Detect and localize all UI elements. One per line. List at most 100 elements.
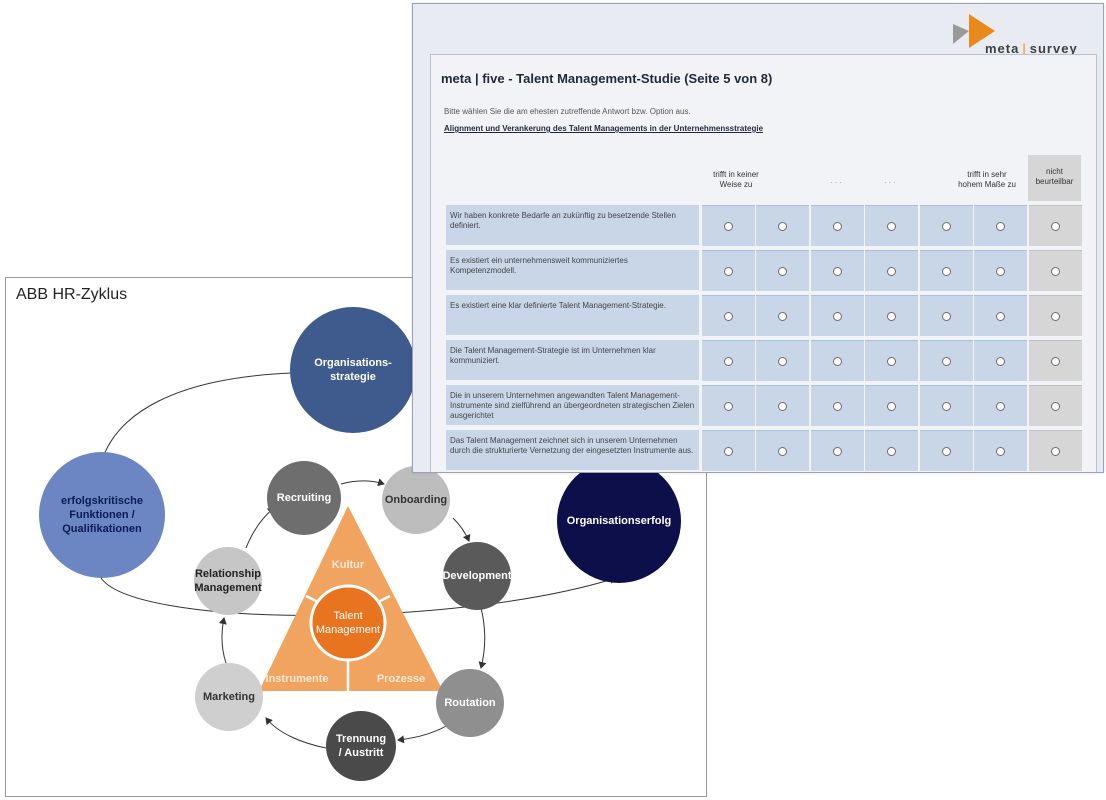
rating-radio-3[interactable] (833, 446, 842, 456)
survey-instruction: Bitte wählen Sie die am ehesten zutreffe… (444, 107, 691, 116)
rating-radio-6[interactable] (996, 266, 1005, 276)
not-applicable-radio[interactable] (1051, 221, 1060, 231)
rating-radio-2[interactable] (778, 446, 787, 456)
node-relationship (194, 547, 262, 615)
rating-radio-3[interactable] (833, 221, 842, 231)
rating-cell (756, 205, 809, 246)
rating-cell (865, 430, 918, 471)
rating-cell (920, 430, 973, 471)
rating-cell (702, 250, 755, 291)
rating-radio-4[interactable] (887, 401, 896, 411)
rating-cell (702, 340, 755, 381)
question-text: Das Talent Management zeichnet sich in u… (446, 430, 699, 470)
arrow-trennung-marketing (265, 717, 327, 749)
not-applicable-cell (1029, 250, 1082, 291)
rating-radio-6[interactable] (996, 401, 1005, 411)
question-row: Es existiert eine klar definierte Talent… (446, 295, 1083, 336)
rating-radio-3[interactable] (833, 356, 842, 366)
not-applicable-radio[interactable] (1051, 401, 1060, 411)
rating-cell (920, 340, 973, 381)
rating-radio-1[interactable] (724, 221, 733, 231)
rating-cell (974, 250, 1027, 291)
rating-radio-5[interactable] (942, 266, 951, 276)
arrow-onboarding-development (452, 517, 471, 542)
node-erfolgskritische-funktionen (39, 452, 165, 578)
rating-radio-5[interactable] (942, 446, 951, 456)
rating-radio-1[interactable] (724, 356, 733, 366)
question-text: Die Talent Management-Strategie ist im U… (446, 340, 699, 380)
rating-cell (756, 250, 809, 291)
survey-content: meta | five - Talent Management-Studie (… (430, 54, 1097, 472)
rating-cell (811, 295, 864, 336)
rating-radio-6[interactable] (996, 311, 1005, 321)
rating-radio-6[interactable] (996, 221, 1005, 231)
rating-cell (865, 340, 918, 381)
label-onboarding: Onboarding (384, 494, 448, 506)
label-organisationsstrategie: Organisations- strategie (314, 357, 392, 383)
rating-cell (702, 385, 755, 426)
rating-cell (865, 205, 918, 246)
not-applicable-cell (1029, 205, 1082, 246)
rating-cell (756, 340, 809, 381)
rating-radio-4[interactable] (887, 266, 896, 276)
rating-cell (865, 250, 918, 291)
label-recruiting: Recruiting (276, 492, 332, 504)
not-applicable-cell (1029, 295, 1082, 336)
rating-cell (811, 205, 864, 246)
not-applicable-header: nicht beurteilbar (1028, 155, 1081, 201)
rating-cell (974, 385, 1027, 426)
not-applicable-radio[interactable] (1051, 266, 1060, 276)
arrow-routation-trennung (397, 722, 452, 744)
question-row: Wir haben konkrete Bedarfe an zukünftig … (446, 205, 1083, 246)
label-trennung: Trennung / Austritt (335, 733, 387, 759)
rating-radio-1[interactable] (724, 266, 733, 276)
rating-radio-2[interactable] (778, 221, 787, 231)
hr-cycle-svg (39, 307, 681, 781)
rating-radio-1[interactable] (724, 401, 733, 411)
rating-cell (756, 295, 809, 336)
rating-radio-2[interactable] (778, 311, 787, 321)
not-applicable-radio[interactable] (1051, 311, 1060, 321)
rating-radio-1[interactable] (724, 311, 733, 321)
rating-cell (974, 340, 1027, 381)
question-text: Wir haben konkrete Bedarfe an zukünftig … (446, 205, 699, 245)
rating-radio-5[interactable] (942, 401, 951, 411)
rating-radio-2[interactable] (778, 401, 787, 411)
rating-radio-5[interactable] (942, 221, 951, 231)
label-development: Development (442, 570, 512, 582)
rating-radio-2[interactable] (778, 356, 787, 366)
question-row: Die in unserem Unternehmen angewandten T… (446, 385, 1083, 426)
rating-radio-4[interactable] (887, 446, 896, 456)
scale-mid-label-1: . . . (830, 176, 842, 185)
rating-cell (920, 205, 973, 246)
not-applicable-radio[interactable] (1051, 446, 1060, 456)
rating-cell (865, 385, 918, 426)
rating-cell (920, 250, 973, 291)
question-text: Die in unserem Unternehmen angewandten T… (446, 385, 699, 425)
arrow-recruiting-onboarding (340, 478, 385, 487)
rating-cell (702, 430, 755, 471)
rating-radio-1[interactable] (724, 446, 733, 456)
rating-radio-3[interactable] (833, 311, 842, 321)
question-row: Das Talent Management zeichnet sich in u… (446, 430, 1083, 471)
rating-radio-3[interactable] (833, 401, 842, 411)
label-organisationserfolg: Organisationserfolg (566, 515, 672, 527)
rating-radio-4[interactable] (887, 311, 896, 321)
node-organisationsstrategie (290, 307, 416, 433)
rating-radio-5[interactable] (942, 311, 951, 321)
rating-radio-4[interactable] (887, 221, 896, 231)
node-routation (436, 669, 504, 737)
rating-radio-3[interactable] (833, 266, 842, 276)
not-applicable-radio[interactable] (1051, 356, 1060, 366)
arrow-development-routation (478, 607, 487, 669)
rating-radio-4[interactable] (887, 356, 896, 366)
not-applicable-cell (1029, 385, 1082, 426)
logo-triangle-icon (953, 14, 995, 48)
rating-radio-5[interactable] (942, 356, 951, 366)
scale-high-label: trifft in sehr hohem Maße zu (958, 170, 1016, 189)
rating-radio-2[interactable] (778, 266, 787, 276)
rating-radio-6[interactable] (996, 356, 1005, 366)
scale-low-label: trifft in keiner Weise zu (713, 170, 759, 189)
rating-radio-6[interactable] (996, 446, 1005, 456)
label-kultur: Kultur (331, 559, 365, 571)
